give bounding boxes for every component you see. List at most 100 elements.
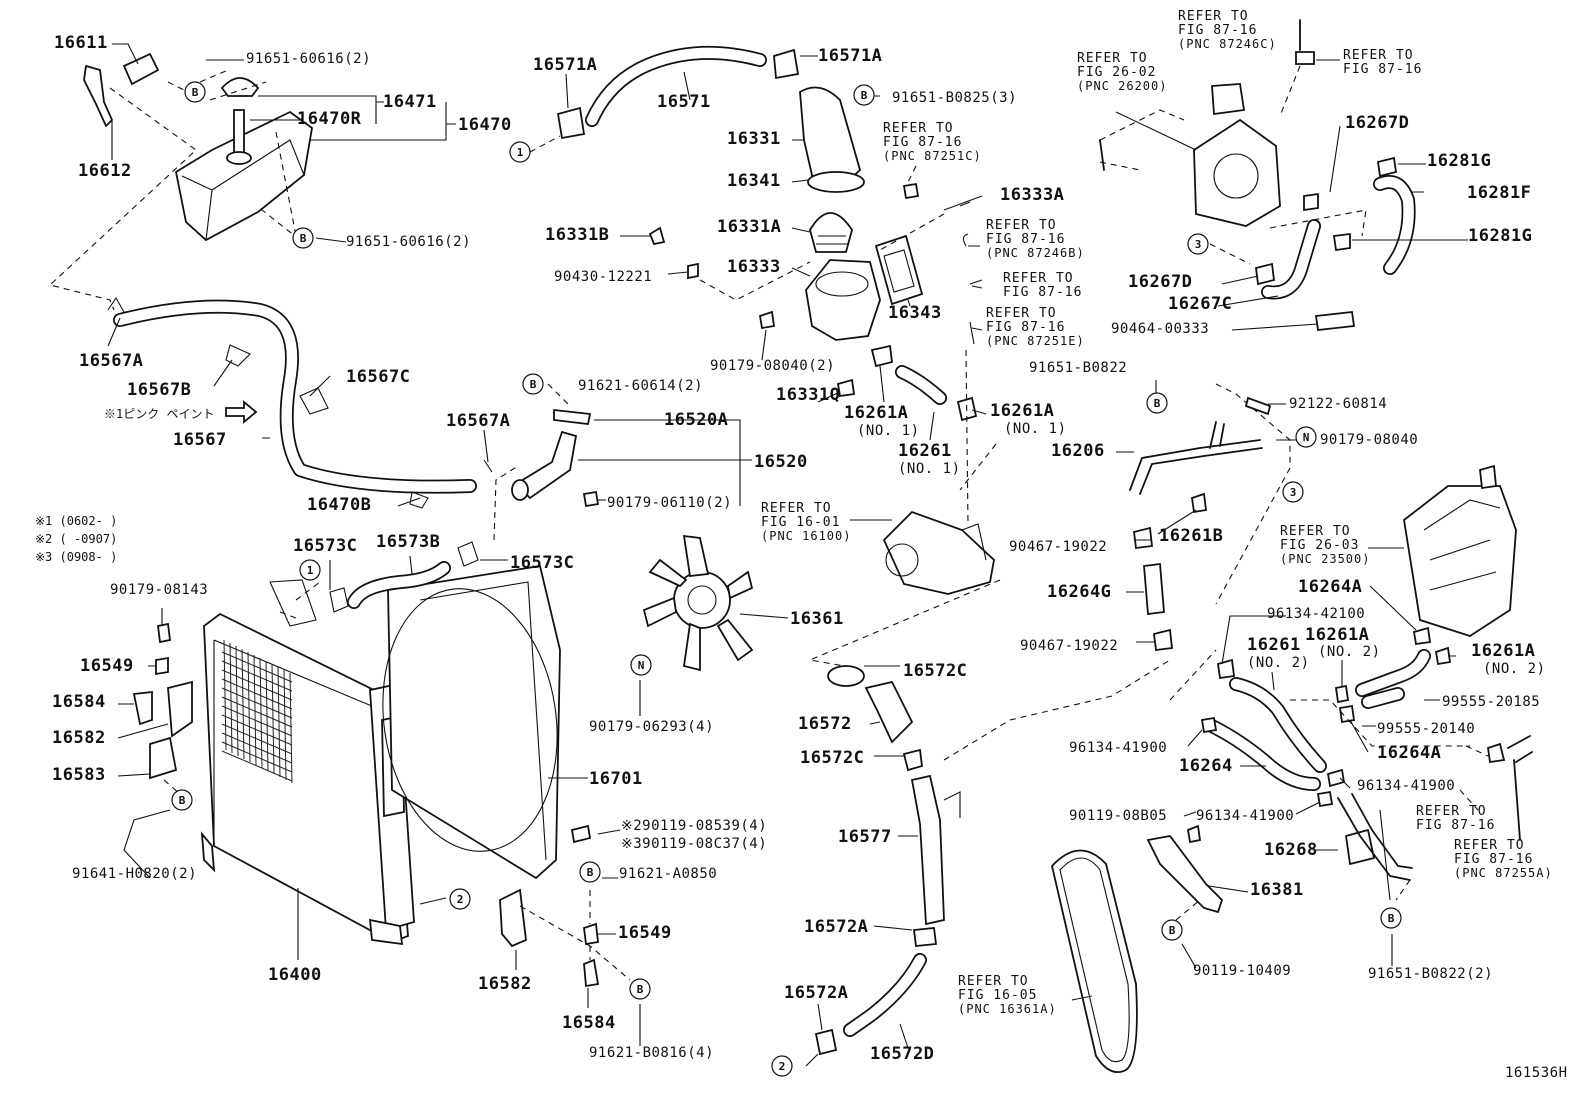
water-pipe-16520 (511, 408, 592, 501)
refer-to-line: REFER TO (1416, 804, 1487, 819)
part-label: 96134-41900 (1196, 808, 1294, 824)
part-label: 91621-60614(2) (578, 378, 703, 394)
part-label: 16267D (1345, 113, 1409, 133)
marker-letter: B (637, 983, 644, 996)
part-label: 16520 (754, 452, 808, 472)
refer-to-line: (PNC 87251C) (883, 149, 982, 163)
bracket-16381 (1146, 835, 1224, 914)
part-label: 99555-20140 (1377, 721, 1475, 737)
circled-marker-b: B (1380, 907, 1402, 929)
part-label: 16264G (1047, 582, 1111, 602)
water-pipe-16577 (910, 774, 961, 926)
part-label: 16571A (533, 55, 597, 75)
upper-hose-16571 (585, 45, 767, 127)
circled-marker-1: 1 (509, 141, 531, 163)
marker-letter: B (587, 866, 594, 879)
part-label: (NO. 2) (1483, 661, 1546, 677)
part-label: 16261B (1159, 526, 1223, 546)
circled-marker-b: B (292, 227, 314, 249)
radiator-hose-16572D (843, 953, 927, 1037)
radiator-core-fins (221, 639, 293, 784)
circled-marker-b: B (184, 81, 206, 103)
circled-marker-3: 3 (1282, 481, 1304, 503)
marker-letter: 3 (1195, 238, 1202, 251)
part-label: 16331Q (776, 385, 840, 405)
part-label: 16264A (1377, 743, 1441, 763)
bypass-hose-16261-no1 (895, 365, 947, 405)
part-label: 16549 (80, 656, 134, 676)
part-label: 90179-08143 (110, 582, 208, 598)
part-label: 16281F (1467, 183, 1531, 203)
refer-to-line: REFER TO (1003, 271, 1074, 286)
part-label: 16471 (383, 92, 437, 112)
part-label: 16267D (1128, 272, 1192, 292)
part-label: 16571A (818, 46, 882, 66)
circled-marker-b: B (522, 373, 544, 395)
part-label: 16264 (1179, 756, 1233, 776)
marker-letter: N (638, 659, 645, 672)
part-label: 96134-41900 (1069, 740, 1167, 756)
circled-marker-b: B (853, 84, 875, 106)
part-label: ※3 (0908- ) (35, 550, 117, 564)
part-label: 16573B (376, 532, 440, 552)
part-label: 16470R (297, 109, 362, 129)
circled-marker-2: 2 (449, 888, 471, 910)
part-label: 16333 (727, 257, 781, 277)
refer-to-line: REFER TO (761, 501, 832, 516)
part-label: 90119-10409 (1193, 963, 1291, 979)
part-label: 91651-B0825(3) (892, 90, 1017, 106)
refer-to-line: FIG 26-03 (1280, 538, 1359, 553)
part-label: 16572 (798, 714, 852, 734)
part-label: 16573C (510, 553, 574, 573)
part-label: 16331B (545, 225, 609, 245)
part-label: 16567C (346, 367, 410, 387)
circled-marker-b: B (1161, 919, 1183, 941)
refer-to-line: (PNC 87255A) (1454, 866, 1553, 880)
bracket-16611 (122, 52, 160, 86)
part-label: 90467-19022 (1020, 638, 1118, 654)
refer-to-line: (PNC 16361A) (958, 1002, 1057, 1016)
circled-marker-b: B (171, 789, 193, 811)
part-label: 16281G (1468, 226, 1532, 246)
marker-letter: 1 (307, 564, 314, 577)
refer-to-line: REFER TO (1077, 51, 1148, 66)
part-label: 96134-42100 (1267, 606, 1365, 622)
refer-to-line: REFER TO (1343, 48, 1414, 63)
part-label: 16341 (727, 171, 781, 191)
hose-16264 (1205, 719, 1321, 791)
circled-marker-b: B (629, 978, 651, 1000)
part-label: 16567A (79, 351, 143, 371)
part-label: 16470B (307, 495, 371, 515)
part-label: 16261A (990, 401, 1054, 421)
refer-to-line: FIG 87-16 (1343, 62, 1422, 77)
circled-marker-b: B (579, 861, 601, 883)
part-label: 16520A (664, 410, 728, 430)
bracket-16582 (499, 888, 527, 948)
part-label: 91641-H0820(2) (72, 866, 197, 882)
part-label: 16261A (1305, 625, 1369, 645)
refer-to-line: REFER TO (1178, 9, 1249, 24)
part-label: 99555-20185 (1442, 694, 1540, 710)
part-label: 161536H (1505, 1065, 1568, 1081)
part-label: 90179-06293(4) (589, 719, 714, 735)
marker-letter: B (300, 232, 307, 245)
marker-letter: B (1169, 924, 1176, 937)
refer-to-line: FIG 16-01 (761, 515, 840, 530)
refer-to-line: (PNC 23500) (1280, 552, 1370, 566)
part-label: 91651-60616(2) (246, 51, 371, 67)
part-label: ※390119-08C37(4) (621, 836, 767, 852)
water-pipe-16206 (1129, 421, 1263, 495)
throttle-body (1193, 83, 1281, 227)
part-label: 16361 (790, 609, 844, 629)
part-label: 16577 (838, 827, 892, 847)
part-label: 16264A (1298, 577, 1362, 597)
